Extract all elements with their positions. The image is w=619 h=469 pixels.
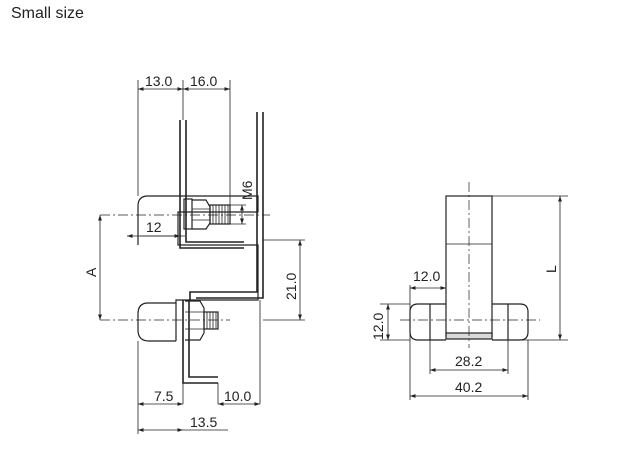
front-view: 12.0 L 12.0 28.2 40.2 xyxy=(370,182,568,400)
lower-bolt xyxy=(185,300,219,341)
page-title: Small size xyxy=(11,5,84,22)
left-block xyxy=(409,303,446,341)
side-view: 13.0 16.0 M6 12 A 21.0 7.5 10.0 13.5 xyxy=(83,73,305,434)
dim-m6: M6 xyxy=(239,180,255,200)
dim-a: A xyxy=(83,267,99,277)
dim-28-2: 28.2 xyxy=(455,353,482,369)
dim-13-0: 13.0 xyxy=(145,73,172,89)
right-block xyxy=(492,303,529,341)
dim-40-2: 40.2 xyxy=(455,379,482,395)
dim-12-0-left: 12.0 xyxy=(370,313,386,340)
upper-bracket xyxy=(179,120,244,249)
dim-16-0: 16.0 xyxy=(190,73,217,89)
dim-12: 12 xyxy=(146,219,162,235)
dim-13-5: 13.5 xyxy=(190,414,217,430)
dim-21-0: 21.0 xyxy=(283,273,299,300)
rail-profile xyxy=(137,195,259,342)
upper-bolt xyxy=(183,198,231,230)
right-bracket xyxy=(189,112,264,300)
dim-l: L xyxy=(543,265,559,273)
dim-10-0: 10.0 xyxy=(224,388,251,404)
dim-7-5: 7.5 xyxy=(154,388,174,404)
dim-12-0-top: 12.0 xyxy=(413,268,440,284)
